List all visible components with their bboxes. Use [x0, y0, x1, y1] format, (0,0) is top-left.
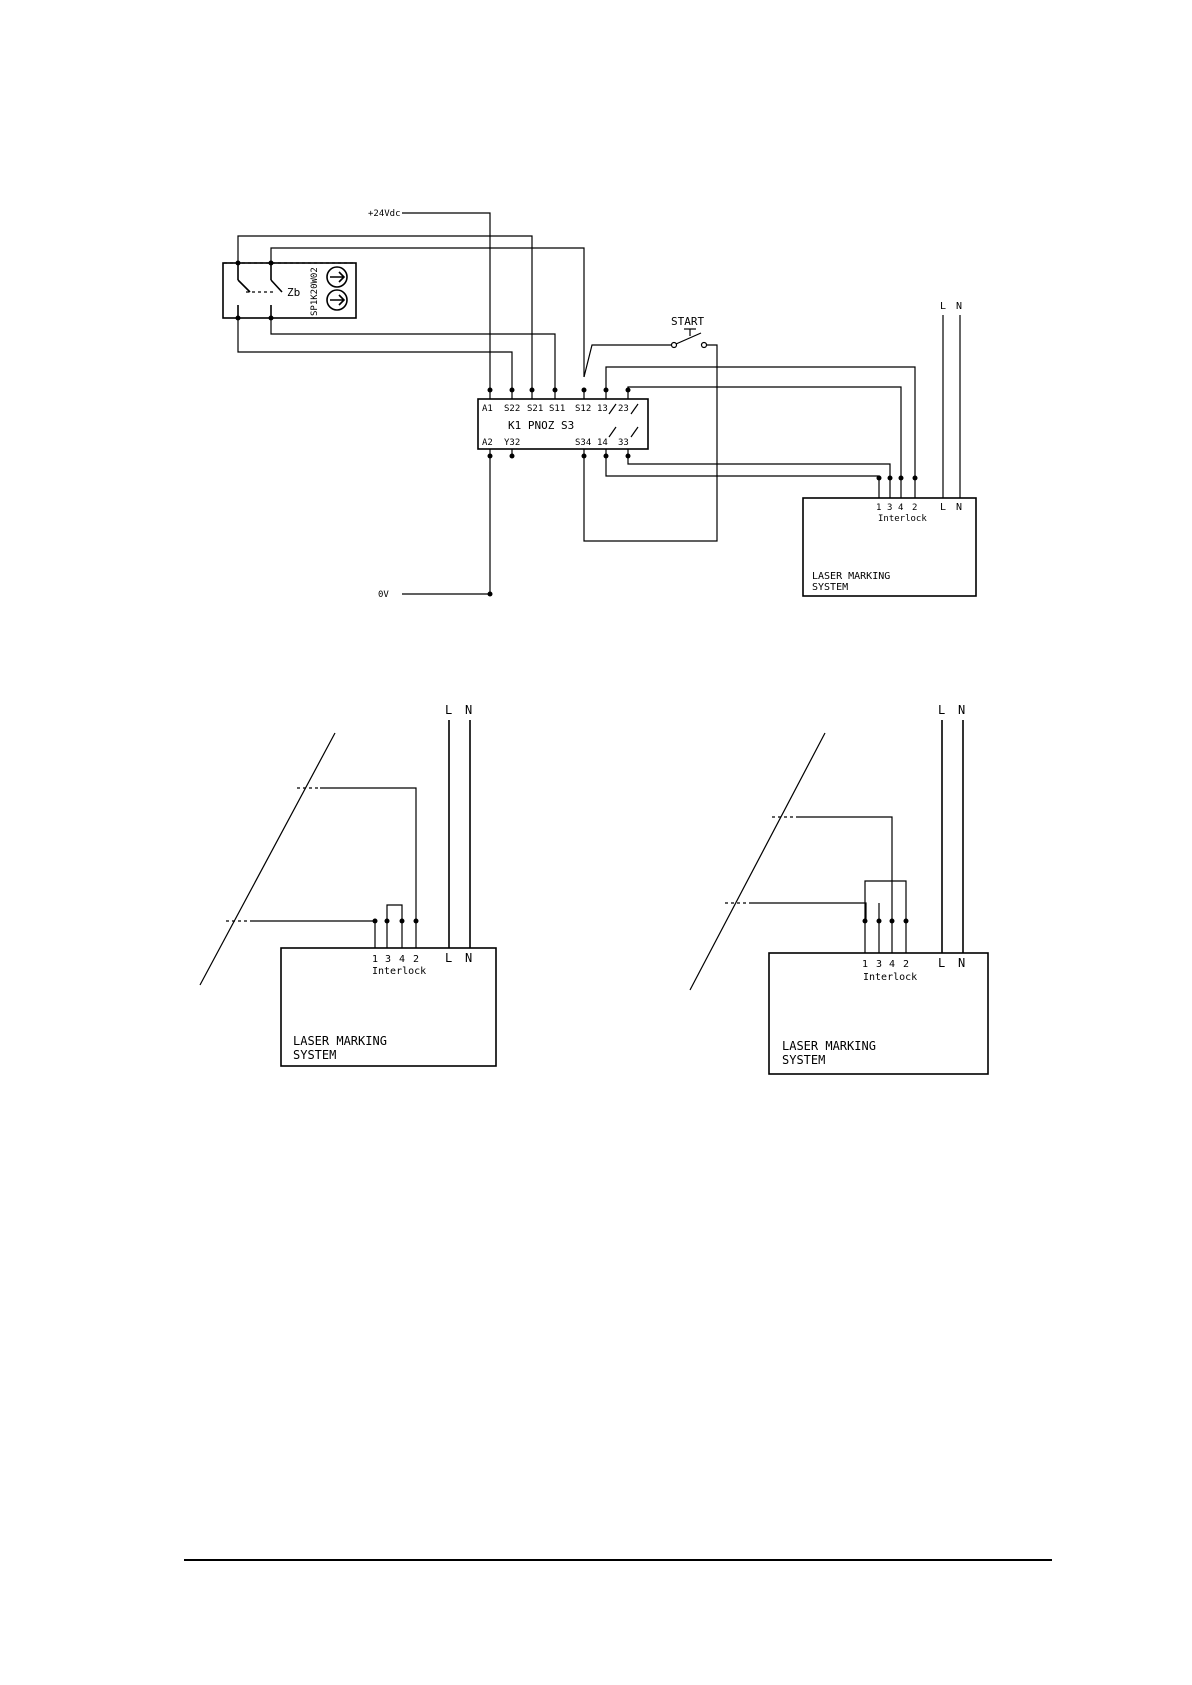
contact-left-blade [238, 280, 250, 292]
relay-terminal-13: 13 [597, 404, 608, 414]
relay-terminal-y32: Y32 [504, 438, 520, 448]
box-terminal-l: L [940, 502, 946, 513]
br-box-terminal-l: L [938, 956, 945, 970]
interlock-pin-4: 4 [898, 503, 903, 513]
br-laser-label-line2: SYSTEM [782, 1053, 825, 1067]
top-diagram: Zb SP1K20W02 +24Vdc 0V A1 S22 [223, 209, 976, 600]
switch-label: Zb [287, 286, 300, 299]
relay-terminal-s12: S12 [575, 404, 591, 414]
br-line-l: L [938, 703, 945, 717]
bl-laser-label-line2: SYSTEM [293, 1048, 336, 1062]
br-interlock-label: Interlock [863, 972, 917, 983]
laser-label-line1: LASER MARKING [812, 571, 890, 582]
br-interlock-pin-1: 1 [862, 959, 868, 970]
start-label: START [671, 315, 704, 328]
top-laser-system: 1 3 4 2 L N Interlock LASER MARKING SYST… [803, 478, 976, 596]
bottom-left-diagram: L N 1 3 4 2 L N Interlock LASER MARKING … [200, 703, 496, 1066]
bl-interlock-label: Interlock [372, 966, 426, 977]
laser-label-line2: SYSTEM [812, 582, 848, 593]
top-line-n: N [956, 301, 962, 312]
supply-positive-wire [402, 213, 490, 390]
bl-box-terminal-n: N [465, 951, 472, 965]
interlock-label: Interlock [878, 514, 927, 524]
relay-output-wiring [606, 367, 918, 481]
top-line-l: L [940, 301, 946, 312]
door-wire-1 [797, 817, 892, 881]
interlock-pin-3: 3 [887, 503, 892, 513]
br-box-terminal-n: N [958, 956, 965, 970]
bl-interlock-pin-1: 1 [372, 954, 378, 965]
bl-line-l: L [445, 703, 452, 717]
door-wire-2 [750, 903, 866, 921]
relay-terminal-14: 14 [597, 438, 608, 448]
br-interlock-pin-4: 4 [889, 959, 895, 970]
relay-name: K1 PNOZ S3 [508, 419, 574, 432]
jumper-frame [865, 881, 906, 921]
relay-terminal-a1: A1 [482, 404, 493, 414]
relay-terminal-s22: S22 [504, 404, 520, 414]
relay-terminal-33: 33 [618, 438, 629, 448]
interlock-pin-1: 1 [876, 503, 881, 513]
br-interlock-pin-2: 2 [903, 959, 909, 970]
bl-box-terminal-l: L [445, 951, 452, 965]
supply-zero-wire [402, 456, 490, 594]
start-button: START [584, 315, 717, 541]
bl-line-n: N [465, 703, 472, 717]
br-interlock-pin-3: 3 [876, 959, 882, 970]
arrow-right-icon [330, 272, 344, 282]
supply-zero-label: 0V [378, 590, 389, 600]
switch-wiring [236, 236, 585, 390]
box-terminal-n: N [956, 502, 962, 513]
relay-terminal-23: 23 [618, 404, 629, 414]
bl-interlock-pin-3: 3 [385, 954, 391, 965]
jumper-3-4 [387, 905, 402, 921]
relay-k1: A1 S22 S21 S11 S12 13 23 K1 PNOZ S3 A2 Y… [478, 388, 648, 459]
bottom-right-diagram: L N 1 3 4 2 L N Interlock LASER MARKING … [690, 703, 988, 1074]
supply-positive-label: +24Vdc [368, 209, 401, 219]
switch-part-number: SP1K20W02 [310, 267, 320, 316]
relay-terminal-s21: S21 [527, 404, 543, 414]
relay-terminal-s11: S11 [549, 404, 565, 414]
door-edge [690, 733, 825, 990]
arrow-right-icon [330, 295, 344, 305]
bl-interlock-pin-2: 2 [413, 954, 419, 965]
br-line-n: N [958, 703, 965, 717]
br-laser-label-line1: LASER MARKING [782, 1039, 876, 1053]
door-wire-1 [320, 788, 416, 921]
contact-right-blade [271, 280, 282, 292]
interlock-pin-2: 2 [912, 503, 917, 513]
bl-interlock-pin-4: 4 [399, 954, 405, 965]
relay-terminal-s34: S34 [575, 438, 591, 448]
relay-terminal-a2: A2 [482, 438, 493, 448]
safety-switch: Zb SP1K20W02 [223, 263, 356, 318]
bl-laser-label-line1: LASER MARKING [293, 1034, 387, 1048]
